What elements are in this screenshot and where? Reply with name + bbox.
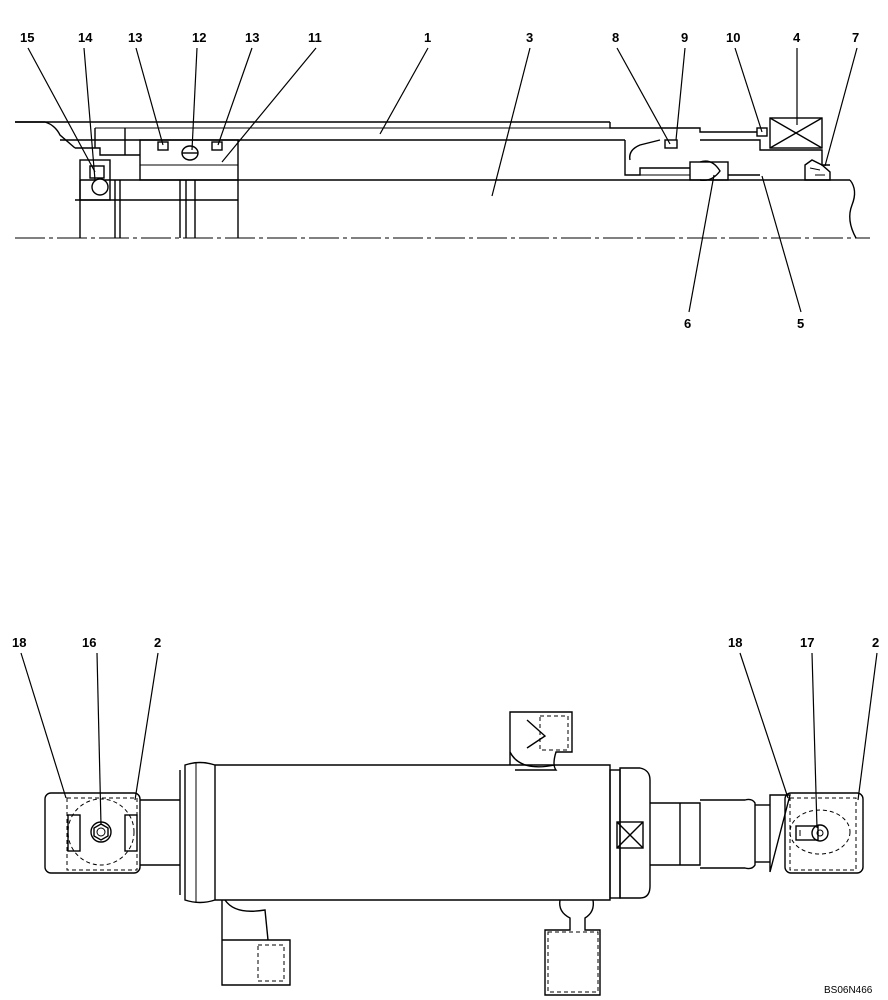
callout-1: 1: [424, 30, 431, 45]
leader-lines: [27, 47, 858, 313]
sectional-view: 15 14 13 12 13 11 1 3 8 9 10 4 7 6 5: [15, 30, 870, 331]
callout-12: 12: [192, 30, 206, 45]
callout-18: 18: [728, 635, 742, 650]
callout-16: 16: [82, 635, 96, 650]
rod-end-eye: [784, 792, 864, 874]
exterior-callout-labels: 18 16 2 18 17 2: [12, 635, 879, 650]
piston-nut: [75, 128, 140, 201]
piston: [75, 139, 239, 238]
callout-17: 17: [800, 635, 814, 650]
callout-10: 10: [726, 30, 740, 45]
drawing-code: BS06N466: [824, 985, 873, 996]
callout-14: 14: [78, 30, 93, 45]
callout-labels: 15 14 13 12 13 11 1 3 8 9 10 4 7 6 5: [20, 30, 859, 331]
callout-13: 13: [245, 30, 259, 45]
exterior-piston-rod: [650, 794, 791, 873]
bottom-port-left: [221, 899, 291, 986]
callout-3: 3: [526, 30, 533, 45]
callout-4: 4: [793, 30, 801, 45]
callout-2: 2: [154, 635, 161, 650]
head-end-eye: [44, 770, 181, 895]
callout-9: 9: [681, 30, 688, 45]
top-port: [509, 711, 573, 771]
callout-18: 18: [12, 635, 26, 650]
exterior-view: 18 16 2 18 17 2: [12, 635, 879, 996]
bottom-port-right: [544, 899, 601, 996]
piston-rod: [237, 179, 857, 239]
callout-11: 11: [308, 30, 322, 45]
callout-2: 2: [872, 635, 879, 650]
callout-15: 15: [20, 30, 34, 45]
callout-7: 7: [852, 30, 859, 45]
cylinder-barrel: [184, 761, 651, 904]
callout-5: 5: [797, 316, 804, 331]
exterior-leader-lines: [20, 652, 878, 829]
callout-8: 8: [612, 30, 619, 45]
callout-6: 6: [684, 316, 691, 331]
callout-13: 13: [128, 30, 142, 45]
cylinder-tube: [15, 121, 760, 149]
